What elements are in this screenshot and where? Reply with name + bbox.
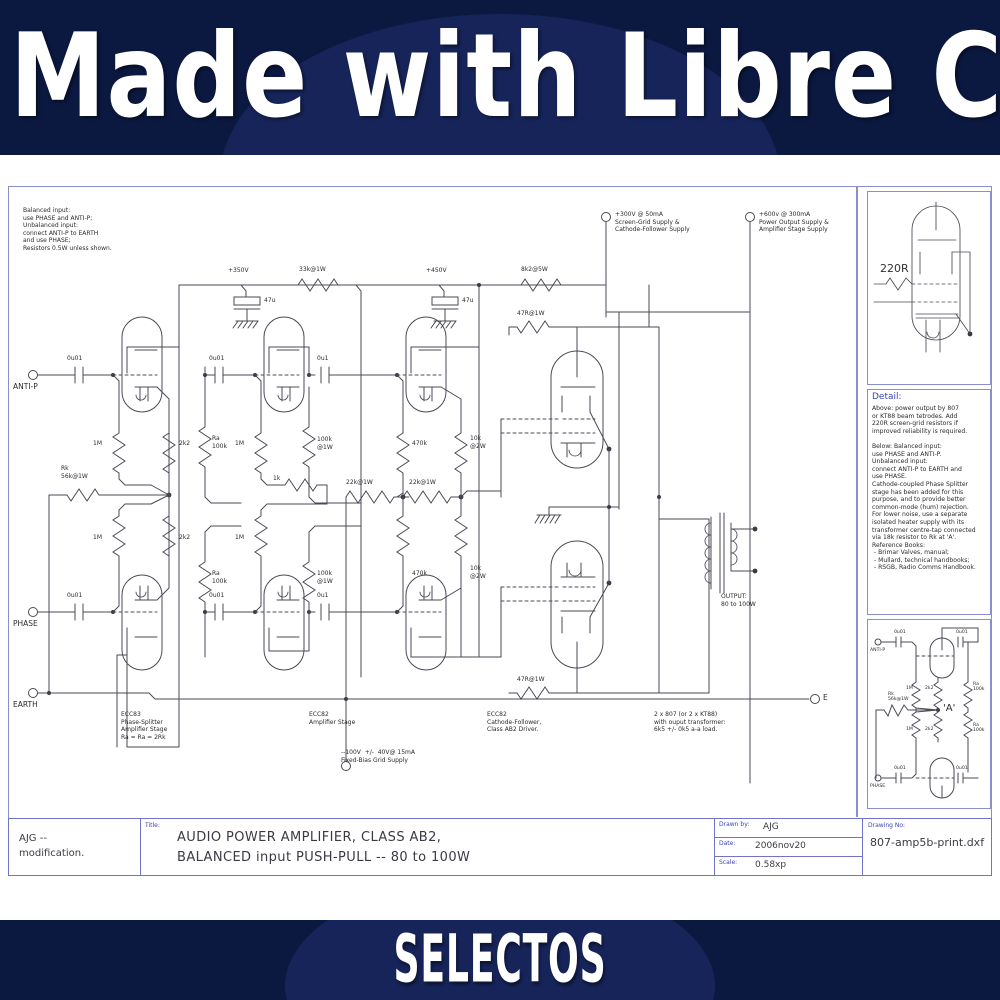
drawing-no-label: Drawing No: (868, 822, 906, 829)
note-input: Balanced input: use PHASE and ANTI-P; Un… (23, 207, 112, 252)
caption-stage-3: ECC82 Cathode-Follower, Class AB2 Driver… (487, 711, 542, 734)
label-cap-coupling-2: 0u1 (317, 592, 329, 599)
label-r-220r: 220R (880, 262, 909, 275)
mini-label-2k2-a: 2k2 (925, 686, 934, 691)
mini-label-1m-a: 1M (906, 686, 913, 691)
label-r-100k-2: 100k @1W (317, 570, 333, 585)
drawn-by-value: AJG (763, 822, 779, 832)
modification-value: AJG -- modification. (19, 833, 85, 859)
label-r-grid-4: 1M (235, 534, 244, 541)
terminal-label-e: E (823, 693, 828, 702)
label-cap-in-4: 0u01 (209, 592, 225, 599)
label-cap-smooth-1: 47u (264, 297, 276, 304)
mini-label-2k2-b: 2k2 (925, 727, 934, 732)
label-r-10k-1: 10k @2W (470, 435, 486, 450)
title-block: AJG -- modification. Title: AUDIO POWER … (8, 818, 992, 876)
mini-label-c4: 0u01 (956, 766, 968, 771)
terminal-label-earth: EARTH (13, 700, 38, 709)
detail-body: Above: power output by 807 or KT88 beam … (872, 405, 976, 572)
banner-title-bottom: SELECTOS (393, 920, 607, 998)
frame-divider-vertical (856, 187, 858, 817)
caption-stage-1: ECC83 Phase-Splitter Amplifier Stage Ra … (121, 711, 168, 741)
label-cap-in-2: 0u01 (67, 592, 83, 599)
top-promo-banner: Made with Libre CAD (0, 0, 1000, 155)
label-r-22k-1: 22k@1W (346, 479, 373, 486)
label-r-33k: 33k@1W (299, 266, 326, 273)
label-cap-coupling-1: 0u1 (317, 355, 329, 362)
label-r-47r-2: 47R@1W (517, 676, 545, 683)
title-label: Title: (145, 822, 160, 829)
mini-label-phase: PHASE (870, 784, 886, 789)
title-value: AUDIO POWER AMPLIFIER, CLASS AB2, BALANC… (177, 830, 471, 865)
mini-label-anti-p: ANTI-P (870, 648, 886, 653)
label-output: OUTPUT: 80 to 100W (721, 593, 756, 608)
drawn-by-label: Drawn by: (719, 821, 750, 828)
label-rail-450v: +450V (426, 267, 447, 274)
scale-label: Scale: (719, 859, 738, 866)
label-cap-in-1: 0u01 (67, 355, 83, 362)
mini-label-c3: 0u01 (956, 630, 968, 635)
detail-heading: Detail: (872, 392, 902, 402)
label-rail-350v: +350V (228, 267, 249, 274)
label-r-grid-3: 1M (235, 440, 244, 447)
titleblock-drawing-no-cell: Drawing No: 807-amp5b-print.dxf (863, 819, 991, 875)
terminal-label-anti-p: ANTI-P (13, 382, 38, 391)
mini-label-ra-b: Ra 100k (973, 723, 985, 734)
drawing-no-value: 807-amp5b-print.dxf (870, 836, 985, 849)
date-label: Date: (719, 840, 736, 847)
bottom-promo-banner: SELECTOS (0, 920, 1000, 1000)
mini-label-c2: 0u01 (894, 766, 906, 771)
label-r-2k2-b: 2k2 (179, 534, 191, 541)
label-r-2k2-a: 2k2 (179, 440, 191, 447)
label-r-22k-2: 22k@1W (409, 479, 436, 486)
banner-title-top: Made with Libre CAD (10, 9, 1000, 145)
label-r-rk: Rk 56k@1W (61, 465, 88, 480)
label-r-470k-1: 470k (412, 440, 427, 447)
cad-drawing-sheet: Balanced input: use PHASE and ANTI-P; Un… (8, 186, 992, 876)
label-r-ra-1: Ra 100k (212, 435, 227, 450)
panel-valve-detail: 220R (867, 191, 991, 385)
label-r-1k: 1k (273, 475, 281, 482)
label-r-10k-2: 10k @2W (470, 565, 486, 580)
date-value: 2006nov20 (755, 841, 806, 851)
label-bias-supply: --100V +/- 40V@ 15mA Fixed-Bias Grid Sup… (341, 749, 415, 764)
label-cap-in-3: 0u01 (209, 355, 225, 362)
mini-label-c1: 0u01 (894, 630, 906, 635)
terminal-label-phase: PHASE (13, 619, 38, 628)
label-r-ra-2: Ra 100k (212, 570, 227, 585)
caption-stage-4: 2 x 807 (or 2 x KT88) with ouput transfo… (654, 711, 726, 734)
banner-glow-bottom (285, 920, 715, 1000)
label-r-470k-2: 470k (412, 570, 427, 577)
scale-row: Scale: 0.58xp (715, 857, 862, 875)
titleblock-modification-cell: AJG -- modification. (9, 819, 141, 875)
label-r-grid-2: 1M (93, 534, 102, 541)
label-r-8k2: 8k2@5W (521, 266, 548, 273)
label-r-100k-1: 100k @1W (317, 436, 333, 451)
panel-mini-schematic: ANTI-P PHASE 'A' Rk 56k@1W 0u01 0u01 0u0… (867, 619, 991, 809)
panel-detail-notes: Detail: Above: power output by 807 or KT… (867, 389, 991, 615)
label-hv-300v: +300V @ 50mA Screen-Grid Supply & Cathod… (615, 211, 690, 234)
main-schematic-drawing (28, 212, 820, 784)
label-r-47r-1: 47R@1W (517, 310, 545, 317)
label-cap-smooth-2: 47u (462, 297, 474, 304)
date-row: Date: 2006nov20 (715, 838, 862, 857)
mini-label-node-a: 'A' (943, 703, 956, 714)
scale-value: 0.58xp (755, 860, 787, 870)
mini-label-1m-b: 1M (906, 727, 913, 732)
mini-label-rk: Rk 56k@1W (888, 692, 909, 703)
caption-stage-2: ECC82 Amplifier Stage (309, 711, 356, 726)
label-hv-600v: +600v @ 300mA Power Output Supply & Ampl… (759, 211, 829, 234)
titleblock-title-cell: Title: AUDIO POWER AMPLIFIER, CLASS AB2,… (141, 819, 715, 875)
mini-label-ra-a: Ra 100k (973, 682, 985, 693)
label-r-grid-1: 1M (93, 440, 102, 447)
drawn-by-row: Drawn by: AJG (715, 819, 862, 838)
titleblock-meta-cell: Drawn by: AJG Date: 2006nov20 Scale: 0.5… (715, 819, 863, 875)
